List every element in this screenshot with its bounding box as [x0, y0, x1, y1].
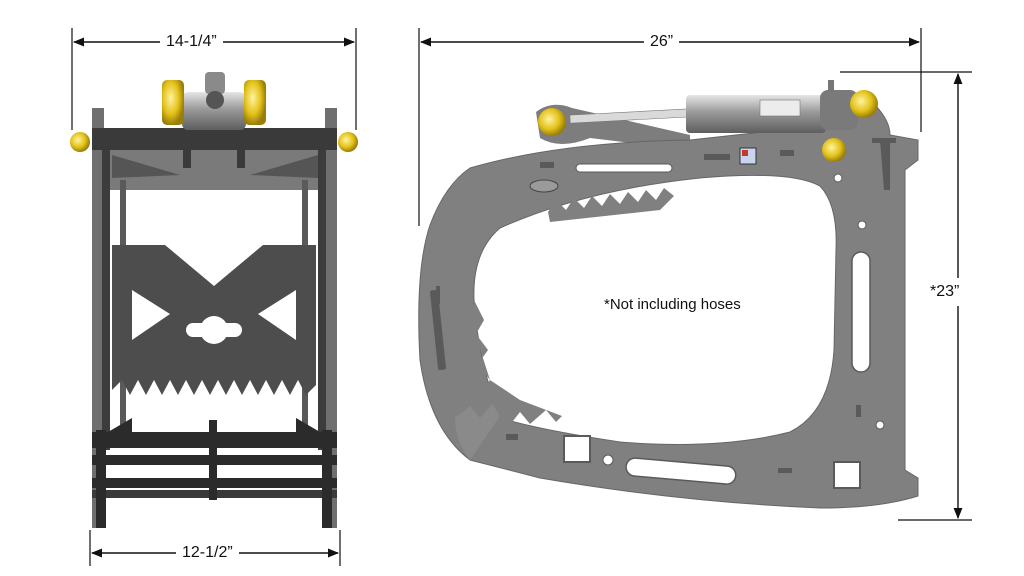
bottom-slot	[625, 457, 737, 485]
t-slot	[880, 140, 890, 190]
pivot-bolt-left	[538, 108, 566, 136]
top-housing	[104, 150, 325, 190]
front-bottom-width-label: 12-1/2”	[176, 543, 239, 563]
side-view	[418, 28, 972, 521]
right-pin-bolt	[338, 132, 358, 152]
latch	[529, 179, 559, 193]
left-triangle-cutout	[132, 290, 170, 340]
front-top-width-label: 14-1/4”	[160, 32, 223, 52]
center-post	[209, 420, 217, 500]
pivot-bolt-center	[822, 138, 846, 162]
square-hole-right	[833, 461, 861, 489]
lower-jaw-teeth	[474, 300, 562, 430]
keyhole-slot	[186, 316, 242, 344]
upper-slot	[575, 163, 673, 173]
right-triangle-cutout	[258, 290, 296, 340]
hose-note: *Not including hoses	[604, 296, 741, 313]
side-width-label: 26”	[644, 32, 680, 52]
side-height-label: *23”	[926, 278, 964, 306]
square-hole-left	[563, 435, 591, 463]
right-side-plate	[325, 108, 337, 528]
left-slot	[430, 289, 446, 371]
top-cross-plate	[92, 128, 337, 150]
left-pin-bolt	[70, 132, 90, 152]
front-hydraulic-cylinder	[162, 72, 266, 168]
pivot-bolt-right	[850, 90, 878, 118]
upper-jaw-teeth	[548, 188, 674, 222]
side-hydraulic-cylinder	[569, 80, 858, 133]
front-view	[70, 28, 358, 566]
right-slot	[851, 251, 871, 373]
left-side-plate	[92, 108, 104, 528]
